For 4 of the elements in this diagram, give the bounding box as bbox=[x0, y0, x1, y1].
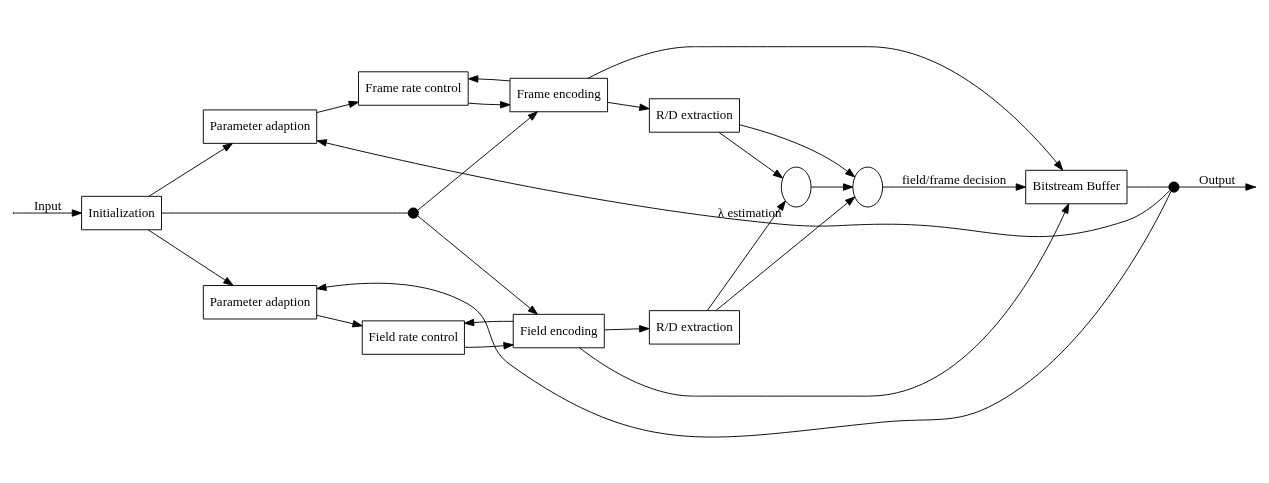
edge-label: field/frame decision bbox=[902, 171, 1007, 186]
edge-label: Input bbox=[33, 197, 62, 213]
node-label: λ estimation bbox=[717, 204, 782, 220]
edge-label: Output bbox=[1199, 171, 1236, 186]
